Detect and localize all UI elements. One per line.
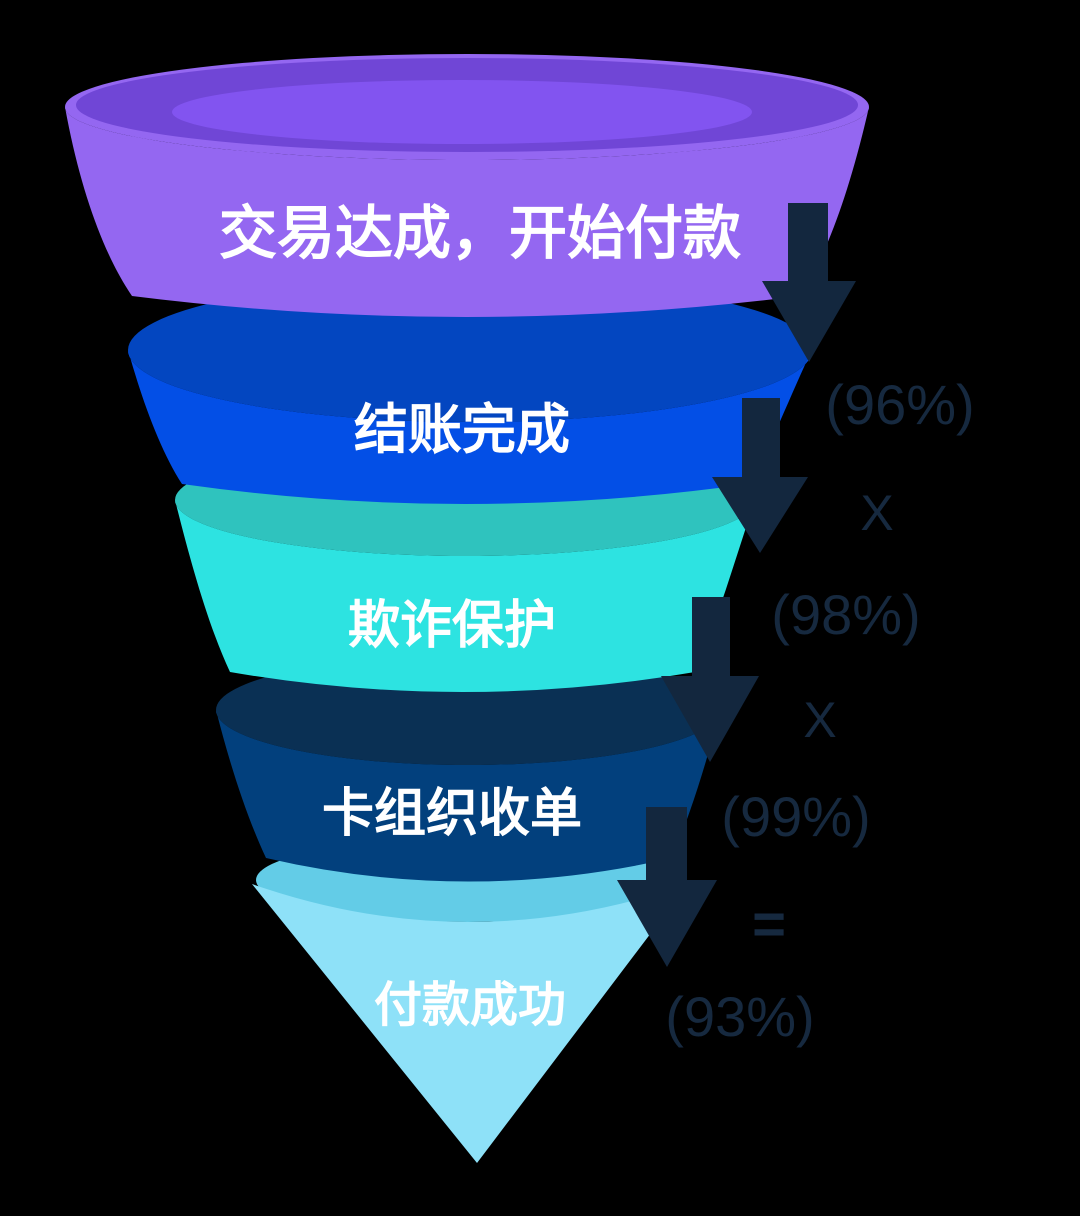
stage-4-body bbox=[216, 710, 720, 882]
stage-2-body bbox=[128, 350, 812, 504]
down-arrow-icon-3 bbox=[661, 597, 759, 762]
stage-4-label: 卡组织收单 bbox=[322, 785, 582, 843]
stage-1-body bbox=[65, 107, 869, 317]
stage-2-label: 结账完成 bbox=[354, 400, 570, 460]
down-arrow-icon-2 bbox=[712, 398, 808, 553]
down-arrow-icon-1 bbox=[762, 203, 856, 362]
funnel-stage-2 bbox=[128, 278, 812, 504]
rate-label-99: (99%) bbox=[721, 785, 870, 848]
operator-equals: = bbox=[752, 892, 786, 957]
operator-multiply-1: X bbox=[860, 485, 893, 541]
operator-multiply-2: X bbox=[803, 692, 836, 748]
rate-label-96: (96%) bbox=[825, 373, 974, 436]
stage-1-label: 交易达成，开始付款 bbox=[219, 201, 741, 266]
stage-2-top-face bbox=[128, 278, 812, 422]
rate-label-98: (98%) bbox=[771, 583, 920, 646]
funnel-stage-1 bbox=[65, 54, 869, 317]
stage-3-label: 欺诈保护 bbox=[348, 597, 556, 655]
stage-5-label: 付款成功 bbox=[374, 979, 566, 1032]
down-arrow-icon-4 bbox=[617, 807, 717, 967]
stage-5-body bbox=[252, 884, 688, 1163]
rate-label-93: (93%) bbox=[665, 985, 814, 1048]
stage-1-inner-opening bbox=[172, 80, 752, 144]
stage-3-body bbox=[175, 500, 755, 692]
